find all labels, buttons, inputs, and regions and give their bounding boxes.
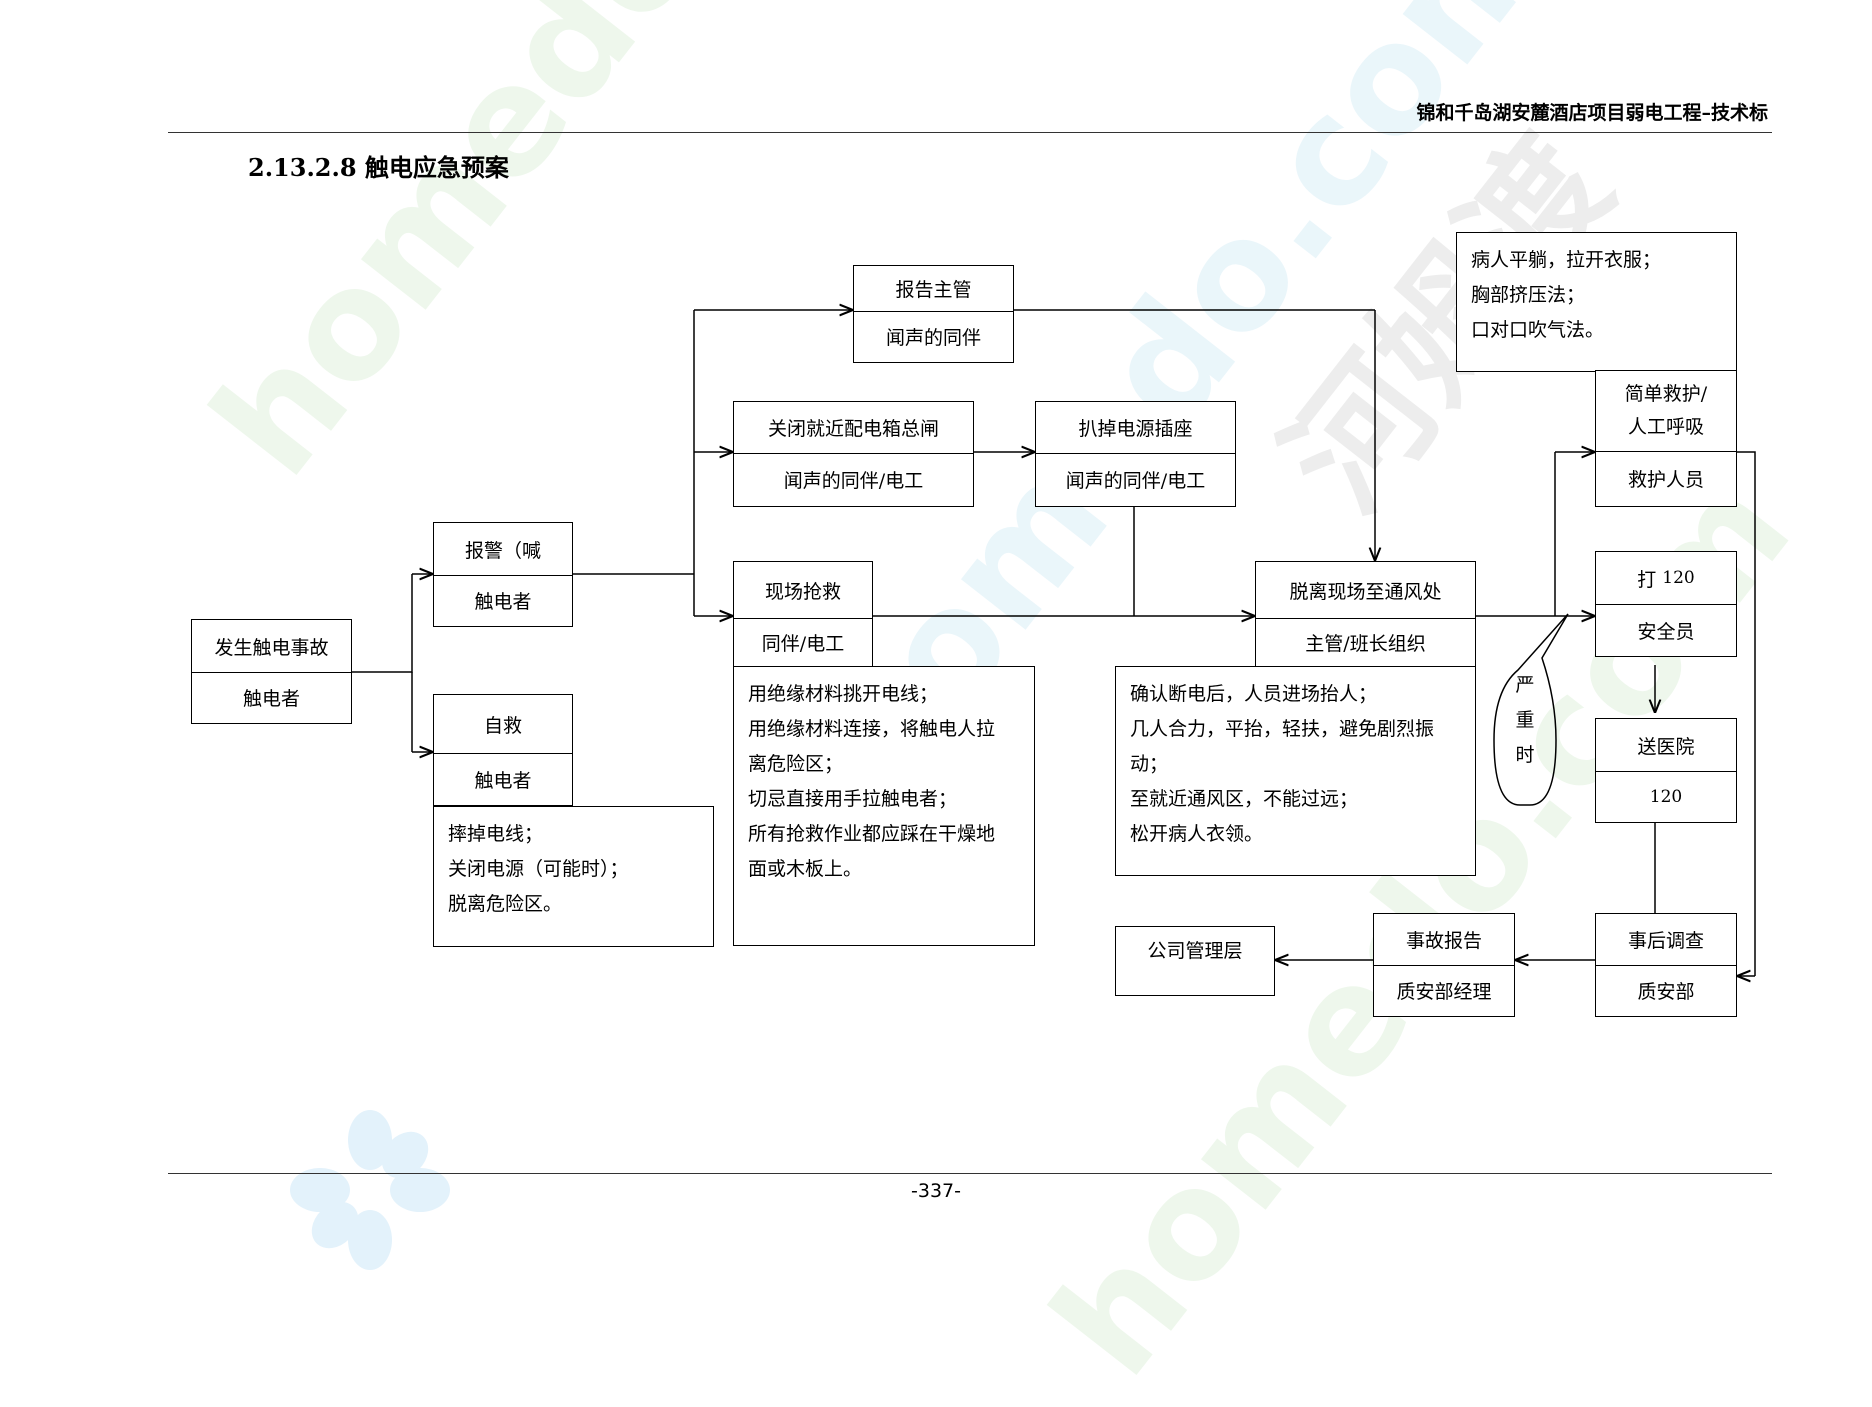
node-title: 送医院 (1596, 719, 1736, 772)
node-role: 触电者 (474, 591, 532, 613)
node-title: 事故报告 (1374, 914, 1514, 966)
node-investigation: 事后调查 质安部 (1595, 913, 1737, 1017)
notes-self-rescue: 摔掉电线； 关闭电源（可能时）； 脱离危险区。 (433, 806, 714, 947)
node-close-switch: 关闭就近配电箱总闸 闻声的同伴/电工 (733, 401, 974, 507)
node-hospital: 送医院 120 (1595, 718, 1737, 823)
note-line: 动； (1130, 753, 1169, 775)
note-line: 脱离危险区。 (448, 893, 563, 915)
notes-move-away: 确认断电后，人员进场抬人； 几人合力，平抬，轻扶，避免剧烈振 动； 至就近通风区… (1115, 666, 1476, 876)
connector-aid-to-investigation (1735, 451, 1756, 976)
node-title: 扒掉电源插座 (1036, 402, 1235, 454)
callout-char: 时 (1515, 744, 1535, 766)
node-move-away: 脱离现场至通风处 主管/班长组织 (1255, 561, 1476, 668)
node-alarm: 报警（喊 触电者 (433, 522, 573, 627)
node-role: 触电者 (474, 769, 532, 792)
node-call-120: 打 120 安全员 (1595, 551, 1737, 657)
note-line: 几人合力，平抬，轻扶，避免剧烈振 (1130, 718, 1435, 740)
node-role: 闻声的同伴/电工 (1065, 470, 1206, 492)
note-line: 摔掉电线； (448, 823, 544, 845)
node-site-rescue: 现场抢救 同伴/电工 (733, 561, 873, 668)
node-role: 主管/班长组织 (1305, 633, 1426, 655)
note-line: 松开病人衣领。 (1130, 823, 1264, 845)
note-line: 关闭电源（可能时）； (448, 858, 629, 880)
section-title: 触电应急预案 (364, 153, 509, 182)
node-role: 触电者 (242, 688, 300, 710)
callout-char: 严 (1515, 674, 1535, 696)
node-title: 公司管理层 (1147, 939, 1243, 962)
note-line: 离危险区； (748, 753, 844, 775)
header-rule (168, 132, 1772, 133)
node-title: 发生触电事故 (192, 620, 351, 673)
node-self-rescue: 自救 触电者 (433, 694, 573, 806)
note-line: 至就近通风区，不能过远； (1130, 788, 1359, 810)
notes-site-rescue: 用绝缘材料挑开电线； 用绝缘材料连接，将触电人拉 离危险区； 切忌直接用手拉触电… (733, 666, 1035, 946)
node-title-number: 120 (1662, 568, 1695, 588)
node-title: 报警（喊 (434, 523, 572, 576)
node-report-supervisor: 报告主管 闻声的同伴 (853, 265, 1014, 363)
note-line: 病人平躺，拉开衣服； (1471, 249, 1662, 271)
node-unplug: 扒掉电源插座 闻声的同伴/电工 (1035, 401, 1236, 507)
watermark-flower-icon (290, 1110, 450, 1270)
node-role: 同伴/电工 (761, 633, 845, 655)
node-role: 闻声的同伴/电工 (783, 470, 924, 492)
connector-accident-branch (352, 574, 413, 673)
node-simple-aid: 简单救护/ 人工呼吸 救护人员 (1595, 370, 1737, 507)
node-role: 质安部 (1637, 981, 1695, 1003)
note-line: 确认断电后，人员进场抬人； (1130, 683, 1378, 705)
document-page: homedo.com homedo.com homedo.com 河姆渡 锦和千… (168, 0, 1824, 1407)
header-title: 锦和千岛湖安麓酒店项目弱电工程–技术标 (1416, 102, 1768, 124)
node-title: 脱离现场至通风处 (1256, 562, 1475, 619)
node-role: 救护人员 (1627, 469, 1704, 491)
note-line: 用绝缘材料连接，将触电人拉 (748, 718, 996, 740)
node-accident-report: 事故报告 质安部经理 (1373, 913, 1515, 1017)
note-line: 切忌直接用手拉触电者； (748, 788, 958, 810)
footer-rule (168, 1173, 1772, 1174)
note-line: 所有抢救作业都应踩在干燥地 (748, 823, 996, 845)
node-title: 自救 (434, 695, 572, 754)
node-role: 质安部经理 (1396, 981, 1492, 1003)
note-line: 面或木板上。 (748, 858, 863, 880)
callout-bubble (1493, 613, 1569, 806)
node-title: 事后调查 (1596, 914, 1736, 966)
node-title: 打 (1637, 568, 1657, 591)
callout-char: 重 (1515, 709, 1535, 731)
node-title-line2: 人工呼吸 (1627, 416, 1704, 438)
page-number: -337- (911, 1180, 961, 1202)
note-line: 口对口吹气法。 (1471, 319, 1605, 341)
section-heading: 2.13.2.8 触电应急预案 (248, 148, 509, 183)
node-title: 报告主管 (854, 266, 1013, 312)
node-role: 120 (1649, 786, 1683, 807)
callout-severe: 严 重 时 (1505, 668, 1545, 773)
node-management: 公司管理层 (1115, 926, 1275, 996)
node-accident: 发生触电事故 触电者 (191, 619, 352, 724)
node-title: 现场抢救 (734, 562, 872, 619)
node-title: 关闭就近配电箱总闸 (734, 402, 973, 454)
section-number: 2.13.2.8 (248, 153, 357, 182)
note-line: 胸部挤压法； (1471, 284, 1586, 306)
node-role: 闻声的同伴 (885, 327, 981, 349)
note-line: 用绝缘材料挑开电线； (748, 683, 939, 705)
node-role: 安全员 (1637, 620, 1695, 643)
notes-first-aid: 病人平躺，拉开衣服； 胸部挤压法； 口对口吹气法。 (1456, 232, 1737, 372)
node-title: 简单救护/ (1624, 383, 1708, 405)
flow-connectors (352, 0, 1756, 1323)
